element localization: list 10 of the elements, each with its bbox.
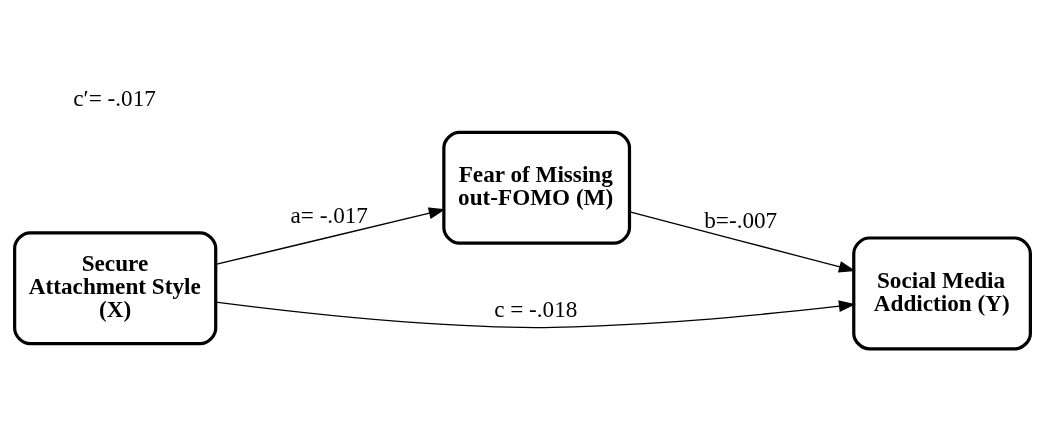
edge-label: a= -.017 xyxy=(290,201,368,228)
arrow xyxy=(215,299,856,328)
arrow xyxy=(629,210,856,272)
label: c′= -.017 xyxy=(73,84,156,111)
edge-label: b=-.007 xyxy=(704,206,778,233)
arrow xyxy=(215,207,446,265)
node-box: Fear of Missing out-FOMO (M) xyxy=(442,130,632,245)
node-box: Social Media Addiction (Y) xyxy=(852,235,1032,350)
edge-label: c = -.018 xyxy=(494,295,578,322)
node-box: Secure Attachment Style (X) xyxy=(13,230,218,345)
